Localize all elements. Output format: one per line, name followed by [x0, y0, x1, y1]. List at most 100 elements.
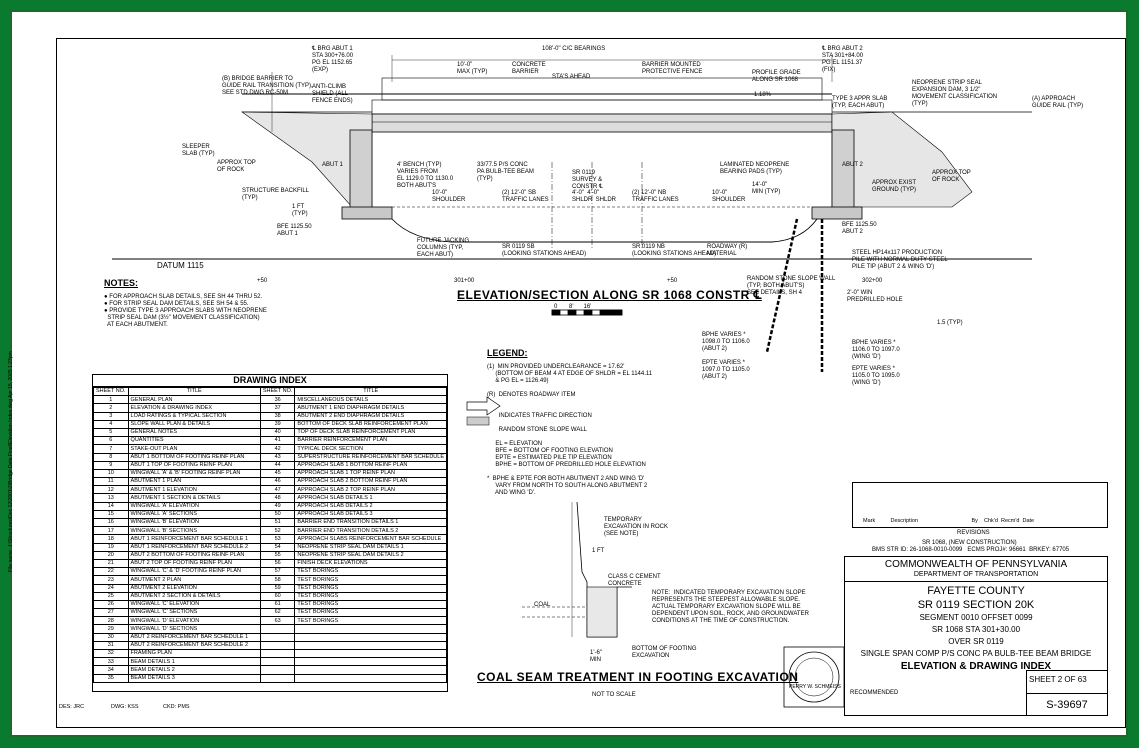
index-sheet-title: LOAD RATINGS & TYPICAL SECTION	[127, 411, 261, 421]
sta-50b-label: +50	[667, 278, 678, 284]
index-sheet-title: WINGWALL 'D' ELEVATION	[127, 616, 261, 626]
index-sheet-title: BARRIER REINFORCEMENT PLAN	[294, 436, 447, 446]
index-sheet-no: 34	[93, 665, 129, 675]
bphe-wing-label: BPHE VARIES * 1106.0 TO 1097.0 (WING 'D'…	[852, 340, 900, 360]
bfe-abut2-label: BFE 1125.50 ABUT 2	[842, 222, 877, 235]
bridge-rail-label: (B) BRIDGE BARRIER TO GUIDE RAIL TRANSIT…	[222, 76, 313, 96]
index-sheet-no: 16	[93, 517, 129, 528]
index-sheet-title: WINGWALL 'D' SECTIONS	[127, 624, 261, 634]
sta-302-label: 302+00	[862, 278, 883, 284]
index-sheet-title: GENERAL PLAN	[127, 395, 261, 405]
sheet-no-header: SHEET NO.	[93, 386, 129, 397]
index-sheet-title: TYPICAL DECK SECTION	[294, 444, 447, 454]
structure-backfill-label: STRUCTURE BACKFILL (TYP)	[242, 188, 310, 201]
index-sheet-title: FINISH DECK ELEVATIONS	[294, 558, 447, 569]
not-to-scale: NOT TO SCALE	[592, 692, 636, 698]
notes-heading: NOTES:	[104, 278, 139, 288]
index-sheet-title	[294, 624, 447, 634]
over-label: OVER SR 0119	[948, 637, 1004, 646]
index-sheet-no: 53	[259, 534, 296, 544]
revisions-block: Mark Description By Chk'd Recm'd Date	[852, 482, 1108, 528]
index-sheet-no: 55	[259, 550, 296, 560]
coal-label: COAL	[534, 602, 551, 608]
anti-climb-label: ANTI-CLIMB SHIELD (ALL FENCE ENDS)	[312, 84, 353, 104]
roadway-material-label: ROADWAY (R) MATERIAL	[707, 244, 748, 257]
sheet-number: SHEET 2 OF 63	[1029, 675, 1087, 684]
index-sheet-title	[294, 673, 447, 683]
legend-body: (1) MIN PROVIDED UNDERCLEARANCE = 17.62'…	[487, 364, 653, 496]
station-label: SR 1068 STA 301+30.00	[931, 625, 1021, 634]
index-sheet-title: NEOPRENE STRIP SEAL DAM DETAILS 1	[294, 542, 447, 552]
index-sheet-title: APPROACH SLAB 2 TOP REINF PLAN	[294, 485, 447, 495]
index-sheet-no: 17	[93, 526, 129, 536]
des-initials: DES: JRC	[59, 704, 85, 710]
min-label: 14'-0" MIN (TYP)	[752, 182, 781, 195]
stone-wall-label: RANDOM STONE SLOPE WALL (TYP, BOTH ABUT'…	[747, 276, 836, 296]
beam-label: 33/77.5 P/S CONC PA BULB-TEE BEAM (TYP)	[477, 162, 534, 182]
predrilled-label: 2'-0" WIN PREDRILLED HOLE	[847, 290, 903, 303]
index-sheet-no: 13	[93, 493, 129, 503]
index-sheet-no: 62	[259, 608, 296, 618]
index-sheet-no: 45	[259, 468, 296, 479]
index-sheet-no: 42	[259, 444, 296, 454]
class-c-label: CLASS C CEMENT CONCRETE	[608, 574, 661, 587]
bearing-pads-label: LAMINATED NEOPRENE BEARING PADS (TYP)	[720, 162, 790, 175]
abut2-label: ABUT 2	[842, 162, 863, 168]
index-sheet-title: ABUTMENT 1 PLAN	[127, 477, 261, 487]
pile-label: STEEL HP14x117 PRODUCTION PILE WITH NORM…	[852, 250, 948, 270]
concrete-barrier-label: CONCRETE BARRIER	[512, 62, 546, 75]
index-sheet-title: QUANTITIES	[127, 436, 261, 446]
index-sheet-no: 11	[93, 477, 129, 487]
notes-body: ● FOR APPROACH SLAB DETAILS, SEE SH 44 T…	[104, 294, 267, 328]
index-sheet-title: TEST BORINGS	[294, 575, 447, 585]
index-sheet-title: ABUTMENT 2 PLAN	[127, 575, 261, 585]
index-sheet-title: ABUT 2 BOTTOM OF FOOTING REINF PLAN	[127, 550, 261, 560]
drawing-number: S-39697	[1046, 699, 1088, 711]
jacking-label: FUTURE JACKING COLUMNS (TYP, EACH ABUT)	[417, 238, 470, 258]
index-sheet-no: 46	[259, 477, 296, 487]
revisions-label: REVISIONS	[957, 530, 990, 536]
index-sheet-title: WINGWALL 'C' & 'D' FOOTING REINF PLAN	[127, 567, 261, 577]
coal-title: COAL SEAM TREATMENT IN FOOTING EXCAVATIO…	[477, 670, 799, 684]
index-sheet-title: BOTTOM OF DECK SLAB REINFORCEMENT PLAN	[294, 419, 447, 429]
title-header-2: TITLE	[294, 386, 447, 397]
index-sheet-no: 25	[93, 591, 129, 601]
index-sheet-title: ABUT 1 REINFORCEMENT BAR SCHEDULE 2	[127, 542, 261, 552]
bms-label: BMS STR ID: 26-1068-0010-0099 ECMS PROJ#…	[872, 547, 1070, 553]
sta-301-label: 301+00	[454, 278, 475, 284]
epte-wing-label: EPTE VARIES * 1105.0 TO 1095.0 (WING 'D'…	[852, 366, 900, 386]
index-sheet-title: BEAM DETAILS 3	[127, 673, 261, 683]
excavation-label: TEMPORARY EXCAVATION IN ROCK (SEE NOTE)	[604, 517, 669, 537]
datum-label: DATUM 1115	[157, 261, 204, 270]
index-sheet-no	[259, 657, 296, 667]
sta-50-label: +50	[257, 278, 268, 284]
index-sheet-title: ABUTMENT 1 SECTION & DETAILS	[127, 493, 261, 503]
slope-ratio-label: 1.5 (TYP)	[937, 320, 963, 326]
index-sheet-no	[259, 632, 296, 642]
index-sheet-no: 27	[93, 608, 129, 618]
index-sheet-title: WINGWALL 'C' SECTIONS	[127, 608, 261, 618]
index-sheet-title: SUPERSTRUCTURE REINFORCEMENT BAR SCHEDUL…	[294, 452, 447, 462]
coal-note: NOTE: INDICATED TEMPORARY EXCAVATION SLO…	[652, 590, 809, 624]
approx-ground-label: APPROX EXIST GROUND (TYP)	[872, 180, 917, 193]
title-header: TITLE	[127, 386, 261, 397]
one-ft-label: 1 FT (TYP)	[292, 204, 308, 217]
index-sheet-title: ABUT 2 TOP OF FOOTING REINF PLAN	[127, 558, 261, 569]
index-sheet-no: 36	[259, 395, 296, 405]
profile-grade-label: PROFILE GRADE ALONG SR 1068	[752, 70, 801, 83]
drawing-index: DRAWING INDEX SHEET NO. TITLE SHEET NO. …	[92, 374, 448, 692]
index-sheet-no: 3	[93, 411, 129, 421]
index-sheet-title: APPROACH SLAB 1 BOTTOM REINF PLAN	[294, 460, 447, 470]
